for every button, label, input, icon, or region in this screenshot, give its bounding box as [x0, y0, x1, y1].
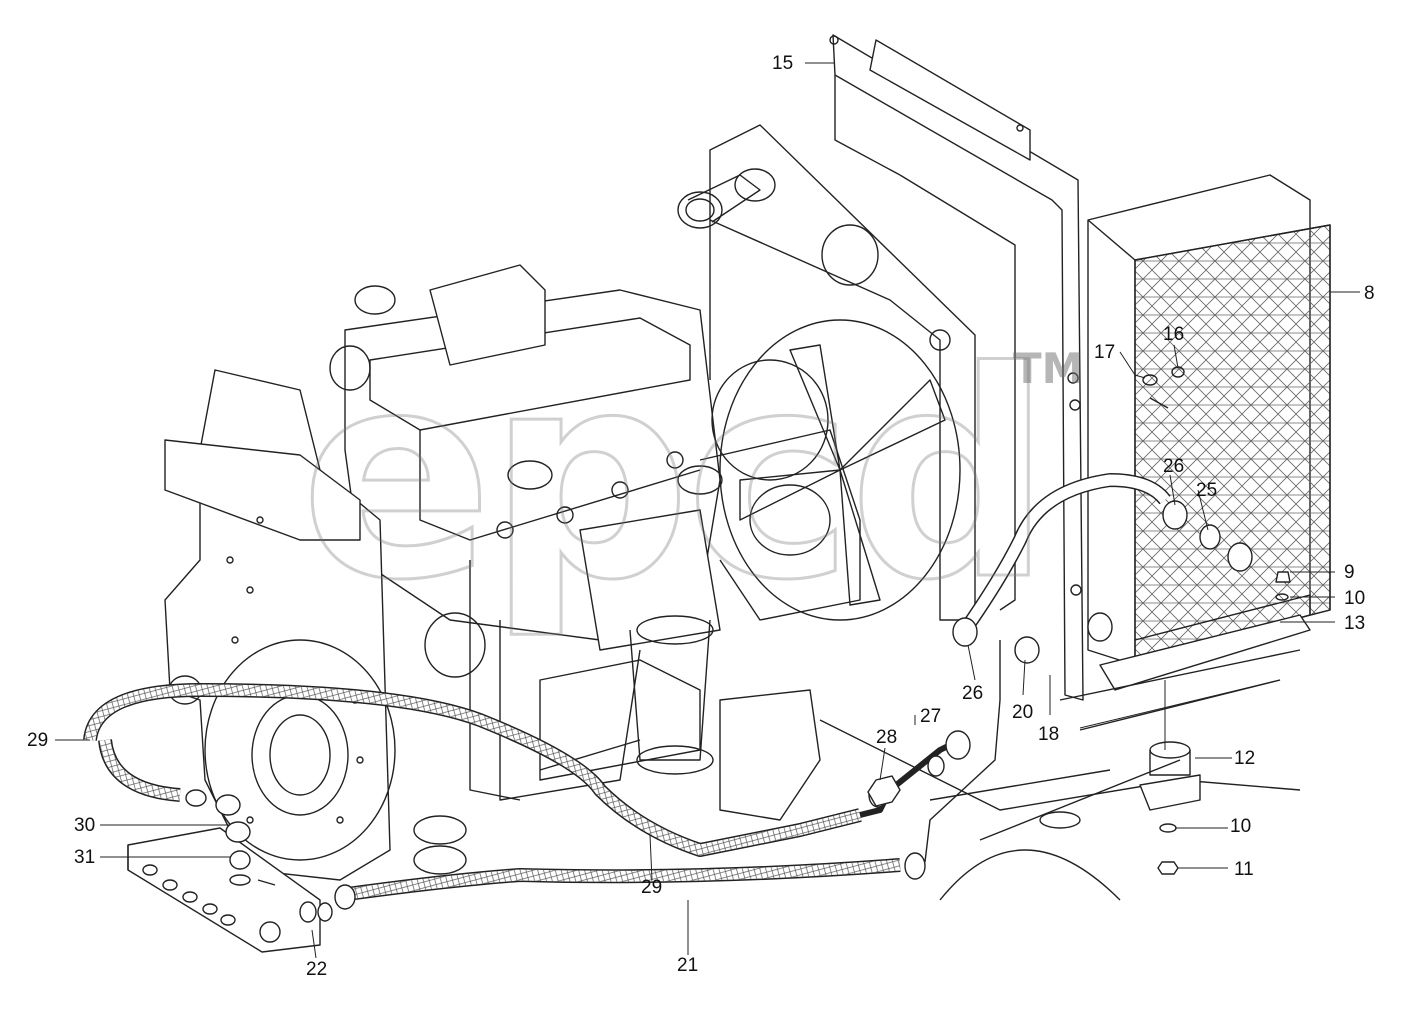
callout-27: 27 — [920, 706, 942, 727]
callout-22: 22 — [306, 959, 328, 980]
callout-18: 18 — [1038, 724, 1060, 745]
engine-block — [329, 264, 861, 821]
radiator-frame-plate — [829, 34, 1084, 701]
hose-21 — [334, 640, 1001, 910]
callout-29-lower: 29 — [641, 877, 663, 898]
callout-10-lower: 10 — [1230, 816, 1252, 837]
callout-11: 11 — [1234, 859, 1254, 880]
watermark-logo: epcd — [298, 311, 1053, 643]
callout-30: 30 — [74, 815, 96, 836]
callout-16: 16 — [1163, 324, 1185, 345]
bracket-fittings — [1142, 366, 1291, 601]
callout-20: 20 — [1012, 702, 1034, 723]
callout-13: 13 — [1344, 613, 1366, 634]
fan-shroud — [677, 124, 1016, 621]
callout-26-lower: 26 — [962, 683, 984, 704]
callout-21: 21 — [677, 955, 699, 976]
callout-31: 31 — [74, 847, 96, 868]
callout-28: 28 — [876, 727, 898, 748]
flywheel-housing — [164, 369, 486, 881]
callout-9: 9 — [1344, 562, 1355, 583]
callout-10-upper: 10 — [1344, 588, 1366, 609]
callout-25: 25 — [1196, 480, 1218, 501]
callout-26-upper: 26 — [1163, 456, 1185, 477]
callout-29-left: 29 — [27, 730, 49, 751]
radiator-upper-hose — [867, 473, 1253, 807]
callout-12: 12 — [1234, 748, 1256, 769]
watermark-trademark: TM — [1013, 344, 1084, 393]
callout-8: 8 — [1364, 283, 1375, 304]
leader-lines — [55, 62, 1360, 959]
radiator-core — [1087, 174, 1331, 691]
callout-15: 15 — [772, 53, 794, 74]
engine-mount-pad — [1139, 741, 1201, 875]
callout-17: 17 — [1094, 342, 1116, 363]
manifold-block — [127, 821, 333, 953]
